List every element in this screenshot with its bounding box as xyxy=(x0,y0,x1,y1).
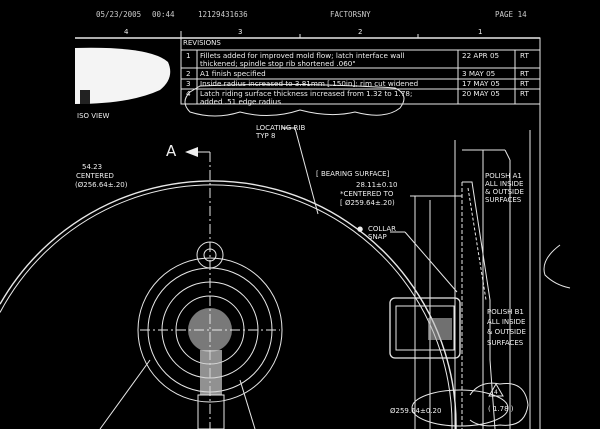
zone-number: 2 xyxy=(358,28,363,36)
polish-b1-label: SURFACES xyxy=(487,339,524,347)
revision-number: 1 xyxy=(186,51,191,60)
polish-b1-label: ALL INSIDE xyxy=(487,318,526,326)
bearing-centered: *CENTERED TO xyxy=(340,190,394,198)
revision-description: A1 finish specified xyxy=(200,69,266,78)
iso-view-label: ISO VIEW xyxy=(77,112,110,120)
collar-snap-label: SNAP xyxy=(368,233,387,241)
left-dimension: (Ø256.64±.20) xyxy=(75,181,128,189)
locating-rib-label: LOCATING RIB xyxy=(256,124,306,132)
locating-rib-label: TYP 8 xyxy=(256,132,276,140)
fax-phone: 12129431636 xyxy=(198,10,248,19)
revision-description: Latch riding surface thickness increased… xyxy=(200,89,413,98)
zone-number: 3 xyxy=(238,28,243,36)
collar-bullet-icon: ● xyxy=(357,225,364,233)
fax-sender: FACTORSNY xyxy=(330,10,371,19)
revisions-title: REVISIONS xyxy=(183,39,221,47)
revision-dimension: ( 1.78 ) xyxy=(488,405,514,413)
zone-number: 1 xyxy=(478,28,483,36)
zone-number: 4 xyxy=(124,28,129,36)
bottom-diameter-dimension: Ø259.64±0.20 xyxy=(390,407,442,415)
bearing-dimension: 28.11±0.10 xyxy=(356,181,398,189)
fax-page: PAGE 14 xyxy=(495,10,527,19)
revision-number: 3 xyxy=(186,79,191,88)
revision-description: added .51 edge radius xyxy=(200,97,281,106)
polish-a1-label: ALL INSIDE xyxy=(485,180,524,188)
fax-date: 05/23/2005 xyxy=(96,10,142,19)
revision-date: 22 APR 05 xyxy=(462,51,500,60)
revision-by: RT xyxy=(520,79,529,88)
fax-time: 00:44 xyxy=(152,10,175,19)
revision-number: 4 xyxy=(186,89,191,98)
revision-date: 17 MAY 05 xyxy=(462,79,500,88)
revision-flag-icon: 4 xyxy=(494,389,498,396)
revision-description: thickened; spindle stop rib shortened .0… xyxy=(200,59,356,68)
revision-date: 3 MAY 05 xyxy=(462,69,496,78)
revision-description: Fillets added for improved mold flow; la… xyxy=(200,51,405,60)
revision-by: RT xyxy=(520,89,529,98)
revision-number: 2 xyxy=(186,69,191,78)
left-dimension: 54.23 xyxy=(82,163,103,171)
polish-a1-label: & OUTSIDE xyxy=(485,188,524,196)
revision-by: RT xyxy=(520,51,529,60)
collar-snap-label: COLLAR xyxy=(368,225,397,233)
bearing-diameter: [ Ø259.64±.20) xyxy=(340,199,395,207)
polish-a1-label: POLISH A1 xyxy=(485,172,522,180)
revision-by: RT xyxy=(520,69,529,78)
polish-a1-label: SURFACES xyxy=(485,196,522,204)
bearing-surface-label: [ BEARING SURFACE] xyxy=(316,170,390,178)
polish-b1-label: & OUTSIDE xyxy=(487,328,526,336)
section-a-label: A xyxy=(166,142,177,160)
revision-date: 20 MAY 05 xyxy=(462,89,500,98)
left-dimension: CENTERED xyxy=(76,172,114,180)
polish-b1-label: POLISH B1 xyxy=(487,308,524,316)
revision-description: Inside radius increased to 3.81mm [.150i… xyxy=(200,79,419,88)
